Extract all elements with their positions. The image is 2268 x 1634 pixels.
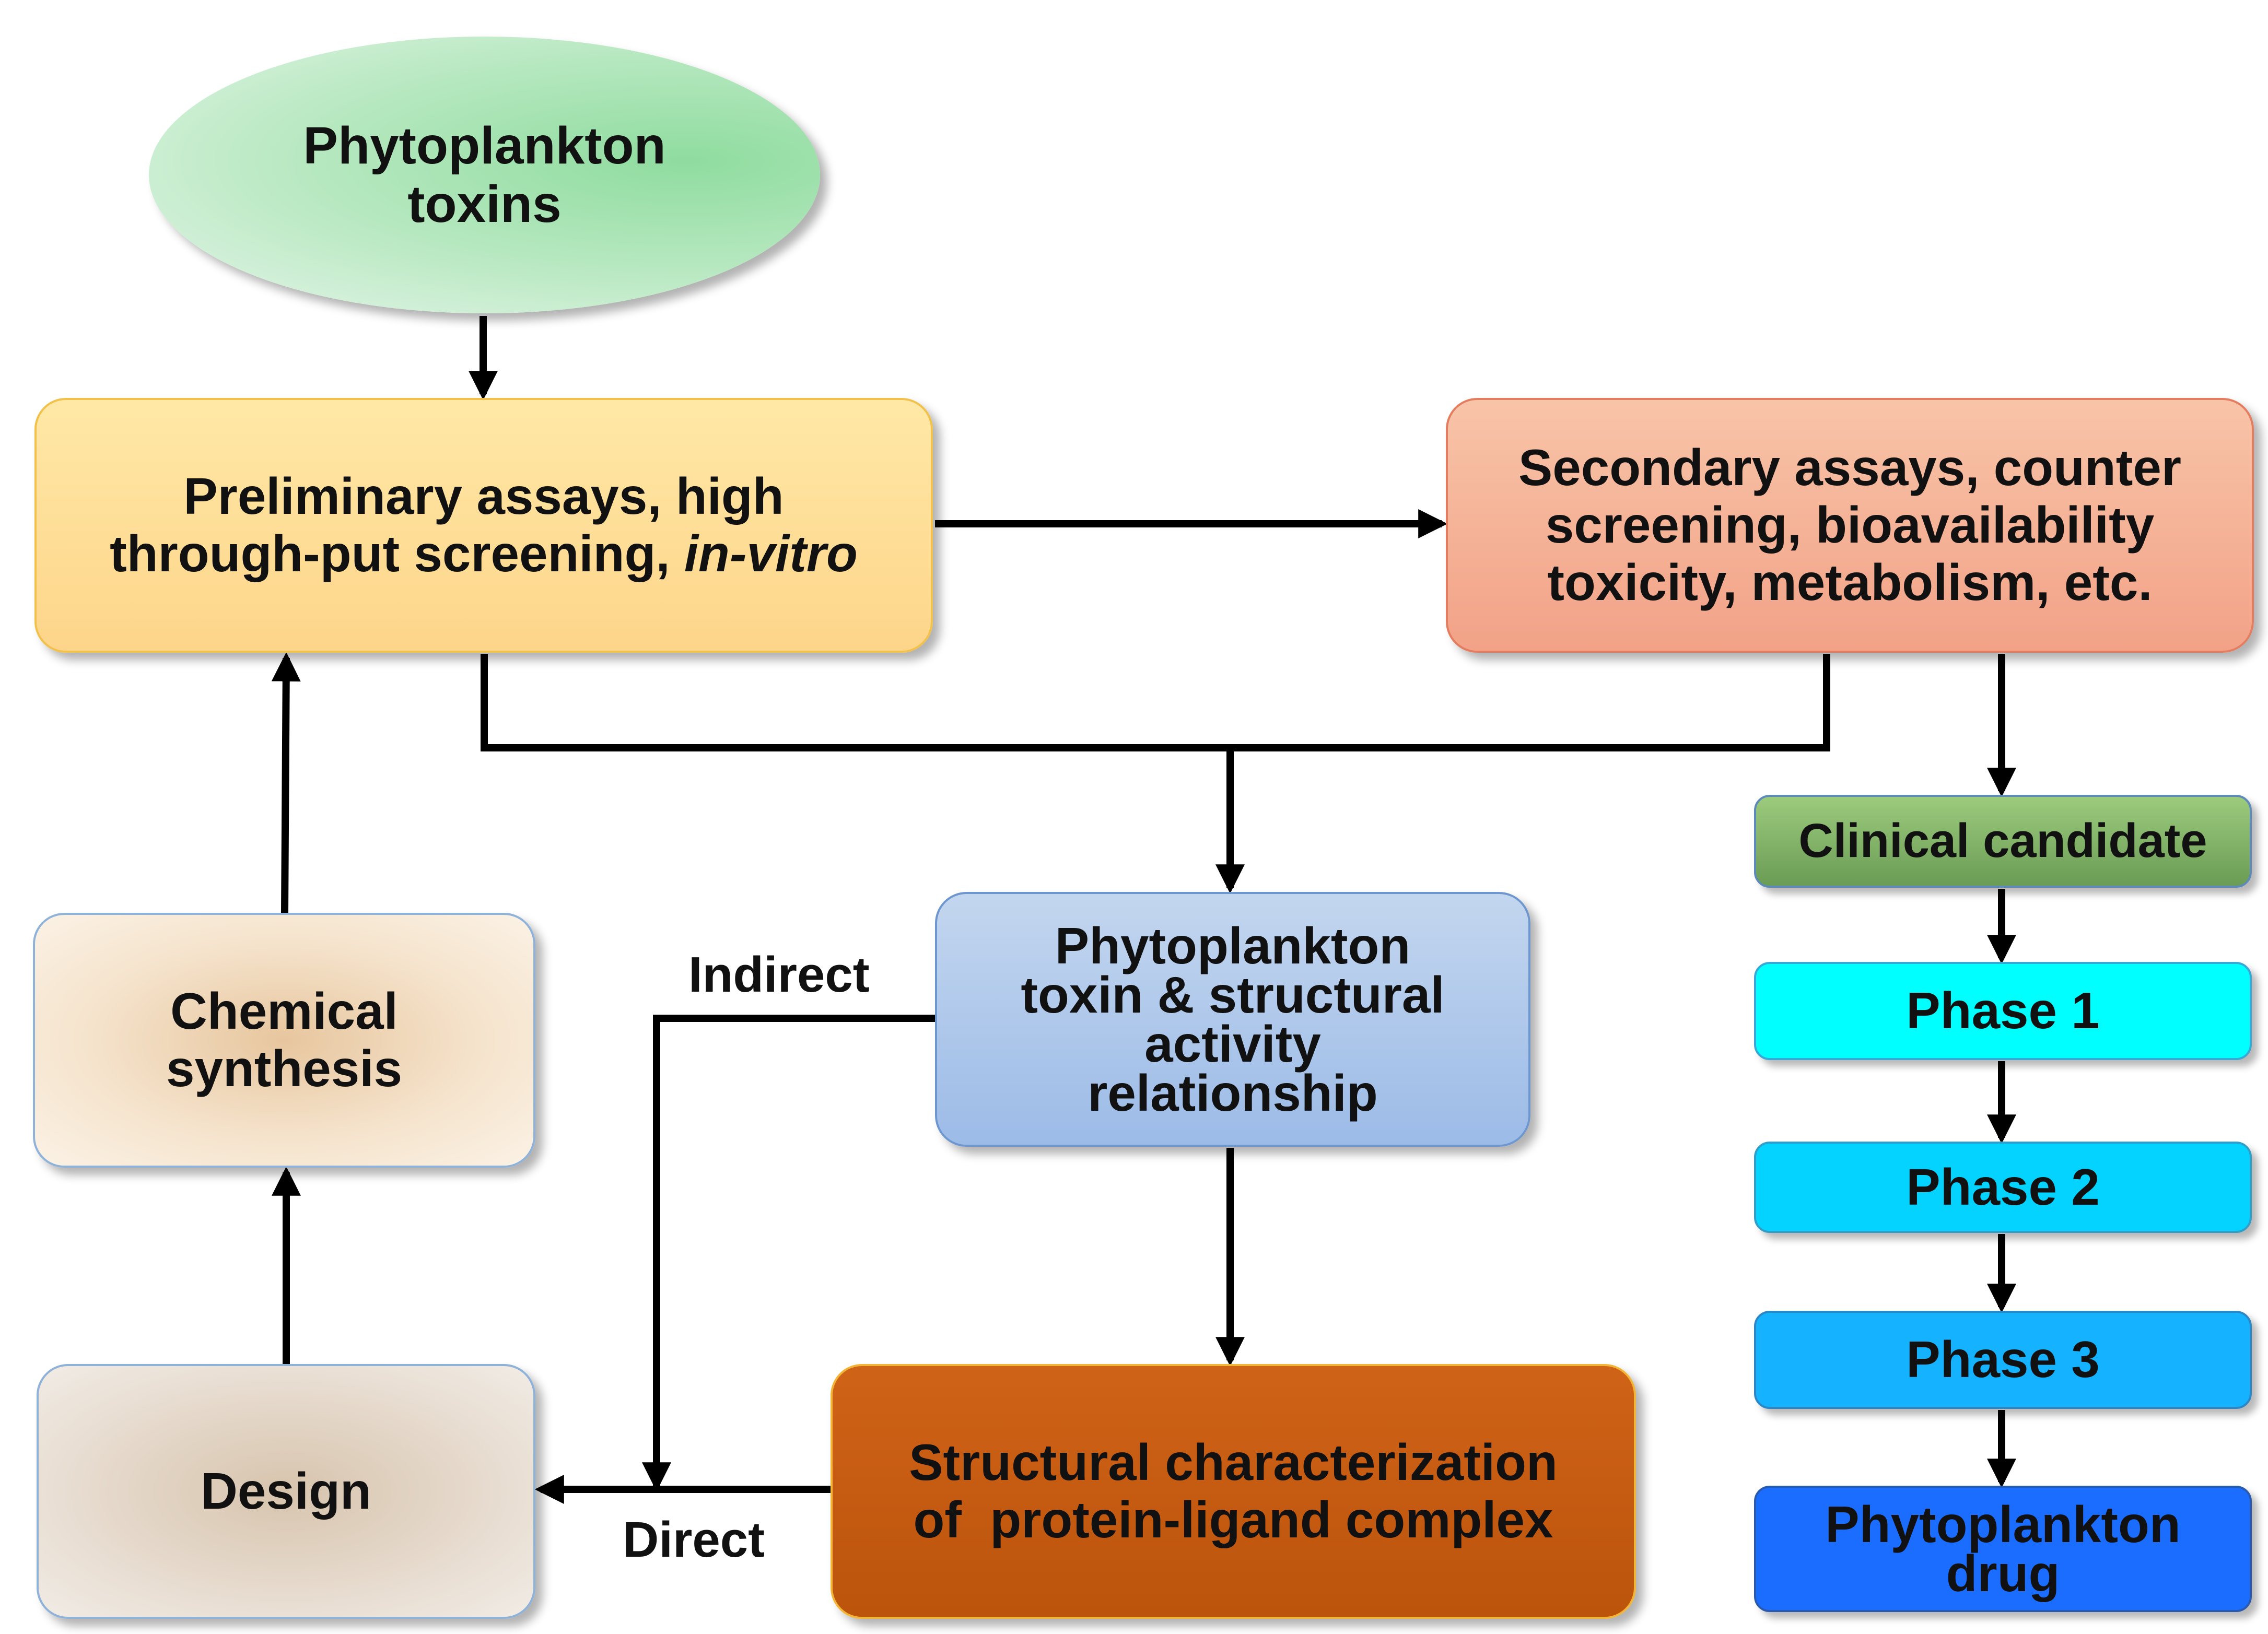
structural-characterization-node: Structural characterization of protein-l… bbox=[831, 1364, 1636, 1619]
direct-label: Direct bbox=[623, 1512, 765, 1568]
sar-line-2: toxin & structural bbox=[1021, 966, 1445, 1024]
chemical-synthesis-node: Chemical synthesis bbox=[33, 913, 535, 1168]
indirect-label: Indirect bbox=[688, 947, 870, 1003]
phase2-line-1: Phase 2 bbox=[1906, 1158, 2100, 1216]
clinical-line-1: Clinical candidate bbox=[1798, 814, 2207, 868]
phytoplankton-drug-node: Phytoplankton drug bbox=[1754, 1486, 2252, 1612]
sar-line-1: Phytoplankton bbox=[1055, 916, 1411, 974]
structural-line-1: Structural characterization bbox=[909, 1433, 1558, 1491]
toxins-line-2: toxins bbox=[407, 175, 562, 233]
preliminary-line-1: Preliminary assays, high bbox=[183, 467, 784, 525]
preliminary-line-2-main: through-put screening, bbox=[110, 525, 684, 582]
secondary-line-3: toxicity, metabolism, etc. bbox=[1547, 553, 2153, 611]
chemical-line-1: Chemical bbox=[170, 982, 398, 1040]
preliminary-line-2: through-put screening, in-vitro bbox=[110, 525, 858, 583]
connector-preliminary-down bbox=[481, 654, 1230, 751]
secondary-assays-node: Secondary assays, counter screening, bio… bbox=[1446, 398, 2254, 653]
phase-3-node: Phase 3 bbox=[1754, 1311, 2252, 1409]
secondary-line-2: screening, bioavailability bbox=[1545, 496, 2155, 554]
connector-secondary-down bbox=[1230, 654, 1830, 751]
drug-line-1: Phytoplankton bbox=[1825, 1495, 2181, 1553]
preliminary-assays-node: Preliminary assays, high through-put scr… bbox=[34, 398, 933, 653]
structural-activity-node: Phytoplankton toxin & structural activit… bbox=[935, 892, 1530, 1147]
phytoplankton-toxins-node: Phytoplankton toxins bbox=[149, 37, 820, 313]
phase3-line-1: Phase 3 bbox=[1906, 1331, 2100, 1389]
sar-line-3: activity bbox=[1144, 1015, 1321, 1073]
sar-line-4: relationship bbox=[1088, 1064, 1378, 1122]
phase-2-node: Phase 2 bbox=[1754, 1142, 2252, 1233]
clinical-candidate-node: Clinical candidate bbox=[1754, 795, 2252, 888]
design-node: Design bbox=[37, 1364, 535, 1619]
design-line-1: Design bbox=[201, 1462, 371, 1520]
structural-line-2: of protein-ligand complex bbox=[913, 1491, 1553, 1548]
secondary-line-1: Secondary assays, counter bbox=[1518, 439, 2182, 497]
chemical-line-2: synthesis bbox=[166, 1040, 403, 1097]
arrow-indirect bbox=[642, 1015, 935, 1492]
drug-line-2: drug bbox=[1946, 1545, 2060, 1602]
toxins-line-1: Phytoplankton bbox=[303, 116, 666, 175]
phase-1-node: Phase 1 bbox=[1754, 962, 2252, 1060]
preliminary-line-2-italic: in-vitro bbox=[684, 525, 858, 582]
arrow-chemical-to-preliminary bbox=[271, 652, 301, 913]
phase1-line-1: Phase 1 bbox=[1906, 982, 2100, 1040]
